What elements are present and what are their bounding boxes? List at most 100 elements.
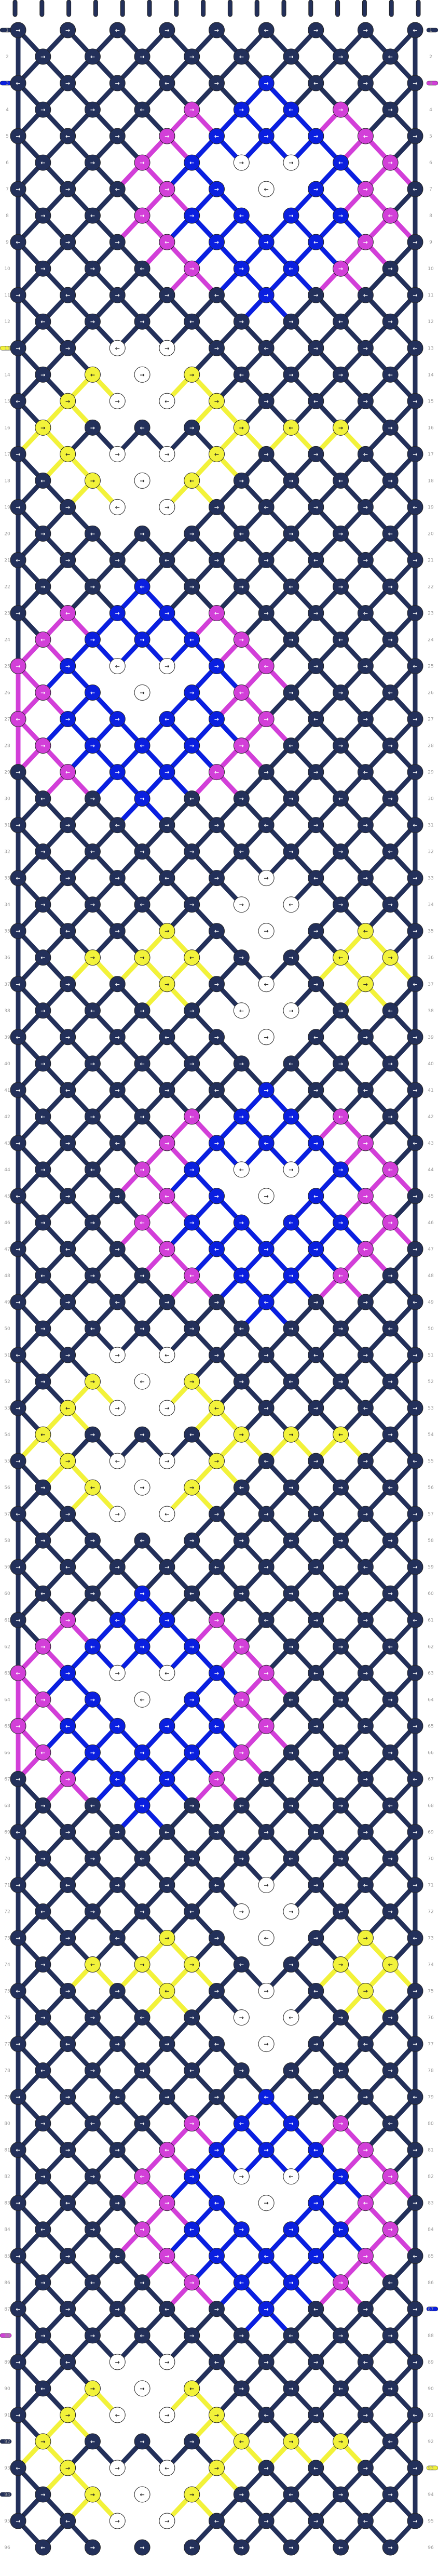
arrow-left-icon: ←	[16, 716, 20, 723]
row-number-right: 81	[428, 2148, 433, 2153]
arrow-left-icon: ←	[165, 1034, 169, 1041]
arrow-right-icon: →	[413, 1511, 417, 1518]
arrow-right-icon: →	[16, 133, 20, 140]
arrow-right-icon: →	[239, 1537, 244, 1544]
arrow-left-icon: ←	[313, 1829, 318, 1835]
row-number-left: 18	[4, 478, 10, 484]
knot	[308, 1876, 324, 1893]
arrow-right-icon: →	[16, 1564, 20, 1571]
top-string	[389, 0, 394, 17]
arrow-left-icon: ←	[90, 690, 95, 696]
arrow-right-icon: →	[363, 398, 368, 405]
arrow-left-icon: ←	[40, 796, 45, 802]
row-number-left: 31	[4, 823, 10, 828]
knot	[382, 2486, 399, 2503]
arrow-right-icon: →	[90, 902, 95, 908]
knot	[10, 658, 26, 675]
knot	[333, 1161, 349, 1178]
knot	[258, 2460, 275, 2476]
arrow-right-icon: →	[16, 504, 20, 511]
knot	[382, 2221, 399, 2238]
arrow-right-icon: →	[115, 2306, 120, 2313]
knot	[35, 419, 51, 436]
arrow-right-icon: →	[388, 2174, 393, 2180]
arrow-right-icon: →	[115, 292, 120, 299]
knot	[357, 1506, 374, 1522]
arrow-left-icon: ←	[363, 1723, 368, 1729]
arrow-right-icon: →	[413, 1352, 417, 1359]
arrow-right-icon: →	[239, 2544, 244, 2551]
knot	[109, 2354, 126, 2370]
knot	[134, 737, 150, 754]
arrow-left-icon: ←	[140, 2332, 144, 2339]
row-number-left: 17	[4, 452, 10, 457]
knot	[159, 1770, 175, 1787]
row-number-left: 64	[4, 1697, 10, 1702]
knot	[333, 896, 349, 913]
knot	[35, 2274, 51, 2291]
knot	[308, 1294, 324, 1310]
arrow-left-icon: ←	[165, 2465, 169, 2472]
arrow-left-icon: ←	[16, 1034, 20, 1041]
arrow-left-icon: ←	[214, 2200, 219, 2207]
knot	[184, 2115, 200, 2132]
knot	[283, 1108, 299, 1125]
row-number-left: 15	[4, 399, 10, 404]
arrow-left-icon: ←	[115, 822, 120, 829]
row-number-right: 83	[428, 2201, 433, 2206]
arrow-left-icon: ←	[115, 186, 120, 193]
arrow-right-icon: →	[90, 2491, 95, 2498]
knot	[407, 2089, 423, 2105]
knot	[333, 1797, 349, 1814]
knot	[84, 313, 101, 330]
arrow-right-icon: →	[363, 822, 368, 829]
knot	[283, 1585, 299, 1602]
arrow-right-icon: →	[165, 1299, 169, 1306]
arrow-right-icon: →	[165, 2518, 169, 2525]
arrow-right-icon: →	[40, 53, 45, 60]
arrow-left-icon: ←	[115, 345, 120, 352]
knot	[84, 1744, 101, 1761]
arrow-right-icon: →	[115, 133, 120, 140]
arrow-right-icon: →	[313, 610, 318, 616]
knot	[333, 1850, 349, 1867]
knot	[184, 1267, 200, 1284]
row-number-right: 35	[428, 929, 433, 934]
arrow-right-icon: →	[214, 2412, 219, 2419]
arrow-right-icon: →	[140, 212, 144, 219]
arrow-right-icon: →	[115, 1511, 120, 1518]
arrow-right-icon: →	[189, 743, 194, 749]
knot	[35, 843, 51, 860]
knot	[159, 2460, 175, 2476]
arrow-right-icon: →	[388, 1431, 393, 1438]
top-string	[93, 0, 98, 17]
knot	[357, 1029, 374, 1045]
knot	[407, 1135, 423, 1151]
arrow-right-icon: →	[413, 1087, 417, 1094]
arrow-right-icon: →	[313, 928, 318, 935]
knot	[333, 1956, 349, 1973]
knot	[209, 446, 225, 462]
row-number-left: 2	[6, 55, 9, 60]
knot	[209, 287, 225, 303]
knot	[184, 419, 200, 436]
knot	[60, 1241, 76, 1257]
knot	[308, 287, 324, 303]
row-number-left: 45	[4, 1194, 10, 1199]
arrow-right-icon: →	[388, 2015, 393, 2021]
row-number-right: 6	[429, 160, 432, 166]
row-number-right: 55	[428, 1459, 433, 1464]
knot	[35, 1320, 51, 1337]
arrow-right-icon: →	[115, 1723, 120, 1729]
knot	[109, 2513, 126, 2529]
arrow-right-icon: →	[313, 504, 318, 511]
knot	[35, 2062, 51, 2079]
arrow-right-icon: →	[214, 1193, 219, 1200]
row-number-left: 46	[4, 1220, 10, 1226]
arrow-right-icon: →	[289, 1166, 293, 1173]
arrow-right-icon: →	[65, 186, 70, 193]
knot	[233, 1426, 250, 1443]
knot	[308, 393, 324, 409]
arrow-left-icon: ←	[140, 583, 144, 590]
arrow-right-icon: →	[165, 27, 169, 34]
